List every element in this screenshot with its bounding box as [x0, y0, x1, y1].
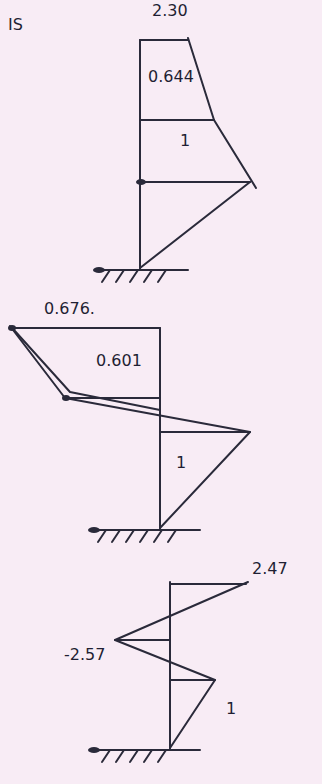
mode-value: 1	[178, 132, 192, 150]
mode-value: -2.57	[62, 646, 107, 664]
mode-value: 0.644	[146, 68, 196, 86]
mode-value: 1	[224, 700, 238, 718]
figure-mark: IS	[6, 16, 25, 34]
mode-value: 2.30	[150, 2, 190, 20]
mode-value: 2.47	[250, 560, 290, 578]
mode-value: 1	[174, 454, 188, 472]
mode-value: 0.601	[94, 352, 144, 370]
mode-value: 0.676.	[42, 300, 97, 318]
